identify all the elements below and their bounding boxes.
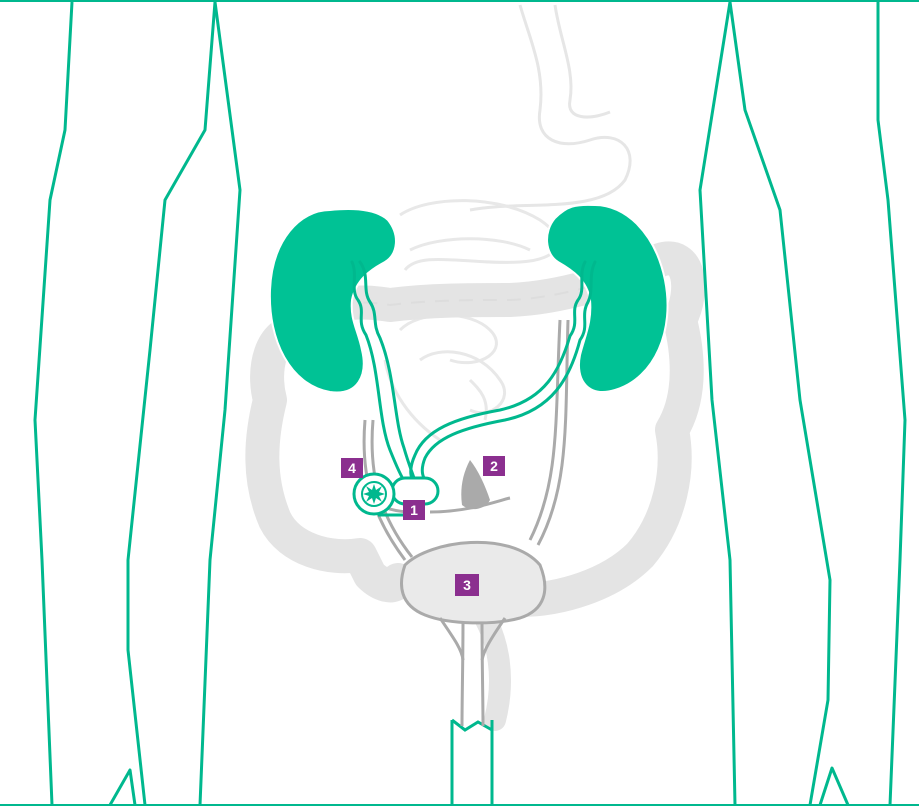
stomach-outline: [470, 5, 630, 210]
svg-text:3: 3: [463, 577, 471, 593]
label-2: 2: [483, 456, 505, 476]
label-4: 4: [341, 458, 363, 478]
svg-text:1: 1: [410, 502, 418, 518]
label-1: 1: [403, 500, 425, 520]
sphincter-device: [354, 474, 438, 515]
svg-text:2: 2: [490, 458, 498, 474]
svg-text:4: 4: [348, 460, 356, 476]
label-3: 3: [455, 574, 479, 596]
small-intestine: [385, 201, 557, 440]
body-outline: [35, 2, 905, 805]
